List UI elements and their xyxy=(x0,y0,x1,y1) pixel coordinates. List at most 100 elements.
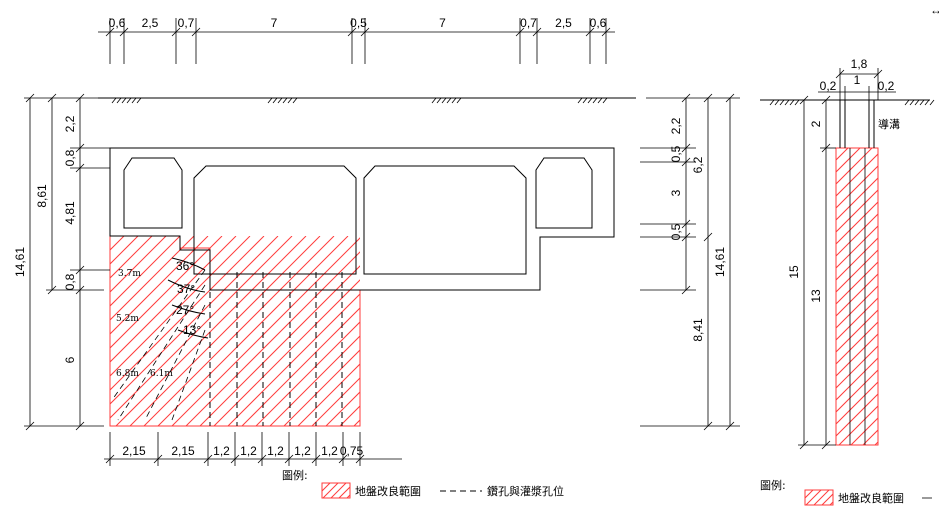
hatch-line xyxy=(227,293,360,426)
angle-label-4: 13° xyxy=(183,323,201,337)
ground-hatch xyxy=(597,97,603,104)
dim-tick xyxy=(360,27,370,37)
ground-hatch xyxy=(451,97,457,104)
top-dim-label: 0,6 xyxy=(590,16,607,30)
ground-hatch xyxy=(914,99,920,106)
ground-hatch xyxy=(909,99,915,106)
ground-hatch xyxy=(784,99,790,106)
bottom-dim-label: 0,75 xyxy=(340,444,364,458)
hatch-line xyxy=(311,377,360,426)
side-dim-15: 15 xyxy=(787,265,801,279)
length-label-2: 5.2m xyxy=(116,314,139,324)
hatch-line xyxy=(887,148,939,445)
ground-hatch xyxy=(456,97,462,104)
hatch-line xyxy=(836,393,878,437)
dim-tick xyxy=(171,27,181,37)
right-dim-mid-2: 8,41 xyxy=(691,318,705,342)
hatch-line xyxy=(821,493,833,505)
top-dim-label: 0,7 xyxy=(520,16,537,30)
dim-tick xyxy=(105,27,115,37)
hatch-line xyxy=(110,236,237,363)
dim-tick xyxy=(585,27,595,37)
hatch-line xyxy=(836,165,878,209)
hatch-line xyxy=(836,285,878,329)
hatch-line xyxy=(171,237,360,426)
length-label-1: 3.7m xyxy=(118,269,141,279)
ground-hatch xyxy=(582,97,588,104)
right-dim-outer: 14,61 xyxy=(713,247,727,277)
top-dim-label: 2,5 xyxy=(142,16,159,30)
hatch-line xyxy=(110,236,167,293)
right-dim-inner-1: 2,2 xyxy=(669,117,683,134)
hatch-line xyxy=(836,225,878,269)
hatch-line xyxy=(494,236,684,426)
hatch-line xyxy=(836,177,878,221)
hatch-line xyxy=(353,419,360,426)
left-dim-inner-5: 6 xyxy=(63,356,77,363)
ground-hatch xyxy=(794,99,800,106)
side-sub-dim-3: 0,2 xyxy=(878,79,895,93)
right-dim-mid-1: 6,2 xyxy=(691,156,705,173)
ground-hatch xyxy=(769,99,775,106)
hatch-line xyxy=(850,417,878,445)
hatch-line xyxy=(110,236,251,377)
bottom-dim-label: 1,2 xyxy=(213,444,230,458)
hatch-line xyxy=(199,265,360,426)
hatch-line xyxy=(330,483,347,498)
angle-labels: 36° 37° 27° 13° xyxy=(176,259,201,337)
hatch-line xyxy=(283,349,360,426)
hatch-line xyxy=(805,490,822,505)
corner-mark-icon: ↔ xyxy=(930,3,939,17)
hatch-line xyxy=(836,333,878,377)
hatch-line xyxy=(297,363,360,426)
hatch-line xyxy=(508,236,698,426)
length-label-4: 6.1m xyxy=(150,369,173,379)
hatch-line xyxy=(836,261,878,305)
hatch-line xyxy=(836,273,878,317)
ground-hatch xyxy=(287,97,293,104)
dim-tick xyxy=(119,27,129,37)
hatch-line xyxy=(836,213,878,257)
hatch-line xyxy=(322,483,339,498)
ground-hatch xyxy=(779,99,785,106)
hatch-line xyxy=(466,236,656,426)
hatch-line xyxy=(522,236,712,426)
hatch-line xyxy=(115,236,307,426)
bottom-dim-label: 2,15 xyxy=(122,444,146,458)
side-top-dim: 1,8 xyxy=(851,57,868,71)
side-legend-improve-label: 地盤改良範圍 xyxy=(838,491,904,505)
hatch-line xyxy=(396,236,586,426)
ground-hatch xyxy=(111,97,117,104)
dim-tick xyxy=(203,454,213,464)
left-dimensions: 14,61 8,61 2,2 0,8 4,81 0,8 6 xyxy=(13,93,110,431)
left-dim-inner-4: 0,8 xyxy=(63,273,77,290)
length-labels: 3.7m 5.2m 6.8m 6.1m xyxy=(116,269,173,379)
hatch-line xyxy=(110,236,293,419)
hatch-line xyxy=(424,236,614,426)
dim-tick xyxy=(75,285,85,295)
hatch-line xyxy=(110,236,209,335)
right-dim-inner-3: 3 xyxy=(669,189,683,196)
dim-tick xyxy=(191,27,201,37)
hatch-line xyxy=(322,483,323,484)
hatch-line xyxy=(110,236,223,349)
ground-hatch xyxy=(602,97,608,104)
hatch-line xyxy=(836,237,878,281)
dim-tick xyxy=(230,454,240,464)
right-dim-inner-4: 0,5 xyxy=(669,223,683,240)
hatch-line xyxy=(269,335,360,426)
bottom-dim-label: 1,2 xyxy=(267,444,284,458)
hatch-line xyxy=(157,236,349,426)
dim-tick xyxy=(532,27,542,37)
hatch-line xyxy=(213,279,360,426)
hatch-line xyxy=(452,236,642,426)
hatch-line xyxy=(110,236,265,391)
dim-tick xyxy=(311,454,321,464)
side-sub-dim-2: 1 xyxy=(854,73,861,87)
dim-tick xyxy=(515,27,525,37)
drill-holes xyxy=(209,272,343,426)
bottom-dim-label: 1,2 xyxy=(294,444,311,458)
dim-tick xyxy=(257,454,267,464)
ground-hatch xyxy=(431,97,437,104)
hatch-line xyxy=(836,357,878,401)
